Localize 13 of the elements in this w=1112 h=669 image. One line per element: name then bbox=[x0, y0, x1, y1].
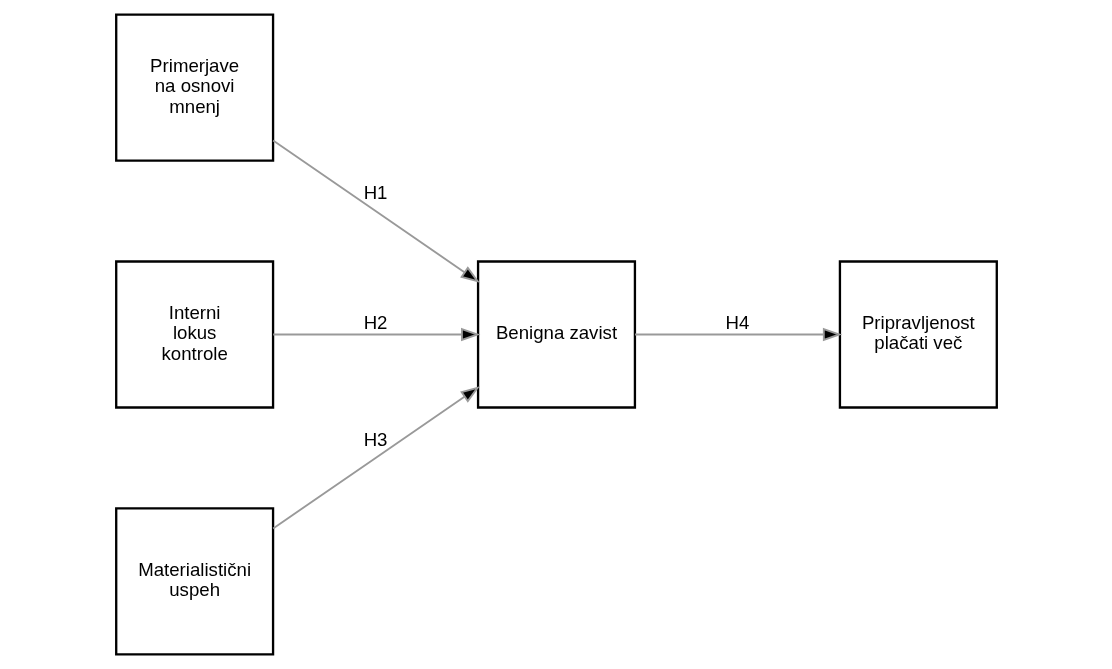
edge-label: H3 bbox=[363, 428, 387, 450]
node-box: Benigna zavist bbox=[476, 260, 636, 409]
node-box: Interni lokus kontrole bbox=[114, 260, 274, 409]
arrow bbox=[633, 327, 842, 342]
arrow bbox=[271, 386, 480, 530]
edge-label: H4 bbox=[725, 312, 749, 334]
edge-label: H2 bbox=[363, 312, 387, 334]
arrow bbox=[271, 327, 480, 342]
edge-label: H1 bbox=[363, 181, 387, 203]
node-box: Primerjave na osnovi mnenj bbox=[114, 13, 274, 162]
node-box: Pripravljenost plačati več bbox=[838, 260, 998, 409]
node-box: Materialistični uspeh bbox=[114, 507, 274, 656]
arrow bbox=[271, 139, 480, 283]
